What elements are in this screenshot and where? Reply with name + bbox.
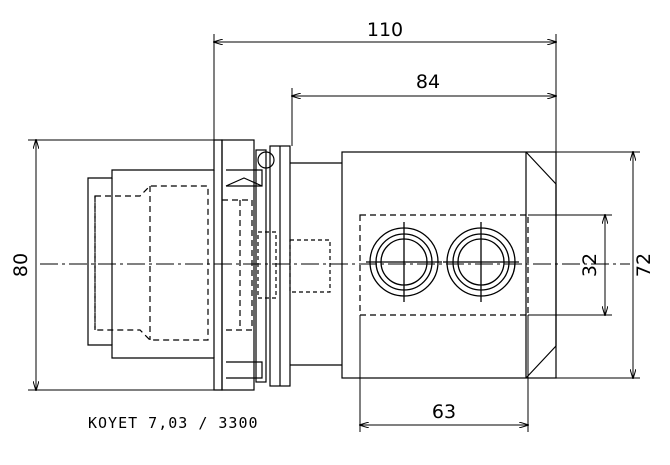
reference-code: KOYET 7,03 / 3300: [88, 414, 259, 432]
left-shank: [87, 139, 331, 391]
dim-label-72: 72: [633, 253, 655, 277]
dim-label-84: 84: [416, 71, 440, 93]
dim-label-110: 110: [367, 19, 403, 41]
dim-label-80: 80: [10, 253, 32, 277]
port-right: [443, 222, 519, 302]
dim-label-32: 32: [579, 253, 601, 277]
port-left: [366, 222, 442, 302]
main-body: [290, 151, 557, 379]
dim-label-63: 63: [432, 401, 456, 423]
